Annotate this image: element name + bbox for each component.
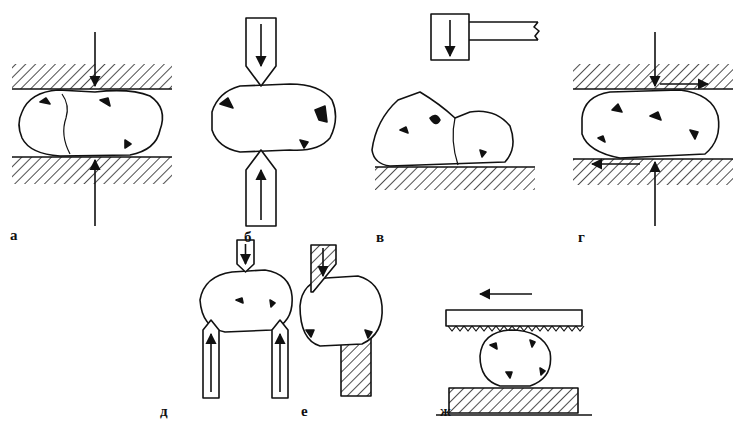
splitting-sketch xyxy=(212,18,336,226)
figure-letter: г xyxy=(578,230,585,245)
figure-letter: д xyxy=(160,404,168,419)
figure-letter: б xyxy=(244,230,252,245)
figure-letter: ж xyxy=(440,404,451,419)
figure-letter: в xyxy=(376,230,384,245)
bending-sketch xyxy=(200,240,292,398)
compression-sketch xyxy=(12,32,172,226)
impact-sketch xyxy=(372,14,539,190)
figure-letter: е xyxy=(301,404,308,419)
shearing-sketch xyxy=(300,245,382,396)
abrasion-sketch xyxy=(573,32,733,226)
grinding-sketch xyxy=(436,294,592,415)
figure-letter: а xyxy=(10,228,18,243)
